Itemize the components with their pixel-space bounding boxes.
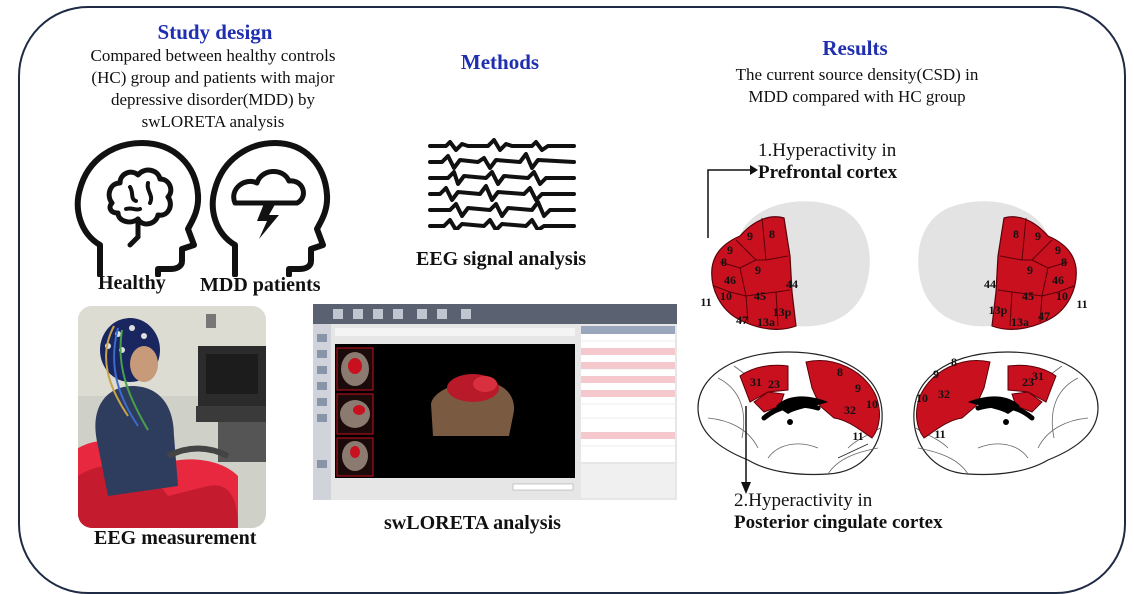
ba-label: 31 [750, 375, 762, 389]
healthy-label: Healthy [98, 272, 166, 294]
lateral-brain-right: 9 8 9 8 9 46 45 10 44 13p 13a 47 11 [918, 201, 1088, 330]
ba-label: 23 [768, 377, 780, 391]
finding-1-line2: Prefrontal cortex [758, 162, 898, 183]
ba-label: 46 [724, 273, 736, 287]
medial-brain-left: 8 9 31 23 32 10 11 [697, 351, 883, 476]
ba-label: 10 [1056, 289, 1068, 303]
mdd-head-icon [209, 140, 331, 277]
swloreta-label: swLORETA analysis [384, 512, 561, 534]
finding-2-line2: Posterior cingulate cortex [734, 512, 943, 533]
ba-label: 44 [786, 277, 798, 291]
results-desc-line: MDD compared with HC group [748, 87, 966, 106]
methods-heading: Methods [460, 50, 540, 74]
mdd-patients-label: MDD patients [200, 274, 321, 296]
ba-label: 11 [700, 295, 711, 309]
ba-label: 9 [933, 367, 939, 381]
ba-label: 10 [720, 289, 732, 303]
study-description: Compared between healthy controls (HC) g… [58, 45, 368, 133]
finding-2-arrow [741, 406, 751, 494]
ba-label: 9 [727, 243, 733, 257]
ba-label: 23 [1022, 375, 1034, 389]
lateral-brain-left: 9 8 9 8 46 9 10 45 44 11 47 13a 13p [700, 201, 870, 330]
ba-label: 32 [938, 387, 950, 401]
results-desc-line: The current source density(CSD) in [735, 65, 979, 84]
eeg-measurement-photo [78, 306, 266, 528]
study-design-heading: Study design [157, 20, 273, 44]
finding-1-line1: 1.Hyperactivity in [758, 140, 897, 161]
eeg-measurement-label: EEG measurement [94, 527, 257, 549]
eeg-signal-label: EEG signal analysis [416, 248, 587, 270]
study-desc-line: depressive disorder(MDD) by [111, 90, 315, 109]
ba-label: 8 [951, 355, 957, 369]
ba-label: 13a [757, 315, 775, 329]
ba-label: 11 [934, 427, 945, 441]
healthy-head-icon [74, 140, 202, 277]
ba-label: 45 [754, 289, 766, 303]
eeg-waves-icon [428, 138, 576, 230]
medial-brain-right: 8 9 23 31 10 32 11 [913, 351, 1099, 476]
finding-2-line1: 2.Hyperactivity in [734, 490, 873, 511]
ba-label: 10 [916, 391, 928, 405]
ba-label: 8 [837, 365, 843, 379]
study-desc-line: swLORETA analysis [141, 112, 285, 131]
ba-label: 11 [852, 429, 863, 443]
ba-label: 13p [989, 303, 1008, 317]
ba-label: 9 [747, 229, 753, 243]
finding-1-arrow [707, 165, 758, 238]
ba-label: 11 [1076, 297, 1087, 311]
swloreta-software-screenshot [313, 304, 677, 500]
ba-label: 10 [866, 397, 878, 411]
ba-label: 31 [1032, 369, 1044, 383]
ba-label: 13a [1011, 315, 1029, 329]
ba-label: 8 [1013, 227, 1019, 241]
ba-label: 9 [1035, 229, 1041, 243]
results-heading: Results [822, 36, 888, 60]
ba-label: 9 [755, 263, 761, 277]
ba-label: 47 [736, 313, 748, 327]
study-desc-line: Compared between healthy controls [90, 46, 336, 65]
ba-label: 9 [855, 381, 861, 395]
ba-label: 32 [844, 403, 856, 417]
ba-label: 8 [721, 255, 727, 269]
ba-label: 44 [984, 277, 996, 291]
ba-label: 8 [1061, 255, 1067, 269]
ba-label: 8 [769, 227, 775, 241]
ba-label: 9 [1027, 263, 1033, 277]
ba-label: 13p [773, 305, 792, 319]
results-description: The current source density(CSD) in MDD c… [700, 64, 1014, 108]
ba-label: 46 [1052, 273, 1064, 287]
study-desc-line: (HC) group and patients with major [91, 68, 335, 87]
ba-label: 9 [1055, 243, 1061, 257]
ba-label: 47 [1038, 309, 1050, 323]
ba-label: 45 [1022, 289, 1034, 303]
